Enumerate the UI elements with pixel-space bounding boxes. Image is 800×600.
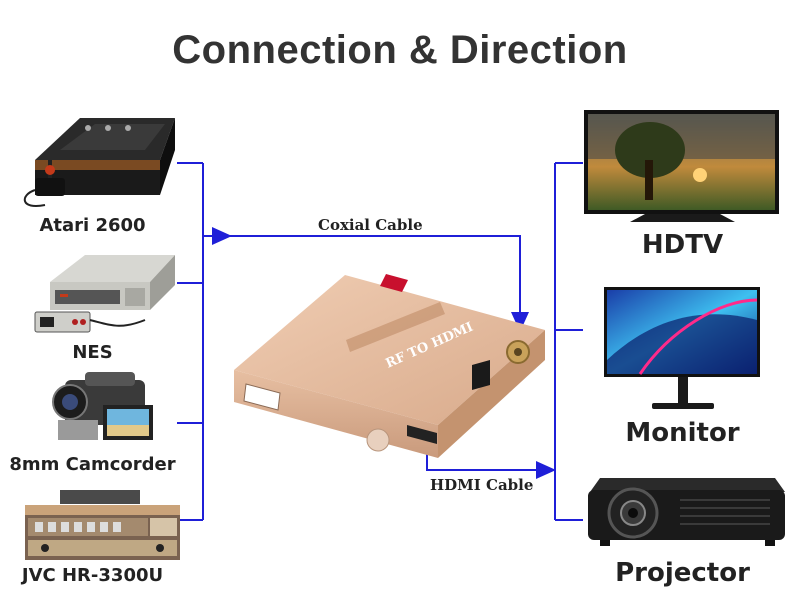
source-bus-lines: [177, 162, 583, 521]
atari-console-icon: [23, 118, 175, 207]
projector-icon: [588, 478, 785, 546]
hdtv-icon: [584, 110, 779, 222]
destination-label-hdtv: HDTV: [641, 230, 724, 260]
destination-label-projector: Projector: [615, 558, 750, 588]
hdmi-cable-label: HDMI Cable: [430, 476, 534, 494]
coaxial-cable-label: Coxial Cable: [318, 216, 423, 234]
source-label-vcr: JVC HR-3300U: [21, 565, 164, 586]
coaxial-cable-line: [203, 235, 521, 312]
coax-arrow-right: [212, 227, 232, 245]
source-label-camcorder: 8mm Camcorder: [9, 454, 176, 475]
source-label-atari: Atari 2600: [39, 215, 146, 236]
camcorder-icon: [52, 372, 153, 440]
destination-label-monitor: Monitor: [625, 418, 740, 448]
hdmi-arrow-right: [536, 461, 556, 479]
source-label-nes: NES: [72, 342, 113, 363]
converter-box-icon: [234, 274, 545, 458]
vcr-icon: [25, 490, 180, 560]
monitor-icon: [604, 287, 760, 409]
page-title: Connection & Direction: [172, 28, 628, 72]
coax-arrow-down: [511, 312, 529, 332]
nes-console-icon: [34, 255, 175, 333]
